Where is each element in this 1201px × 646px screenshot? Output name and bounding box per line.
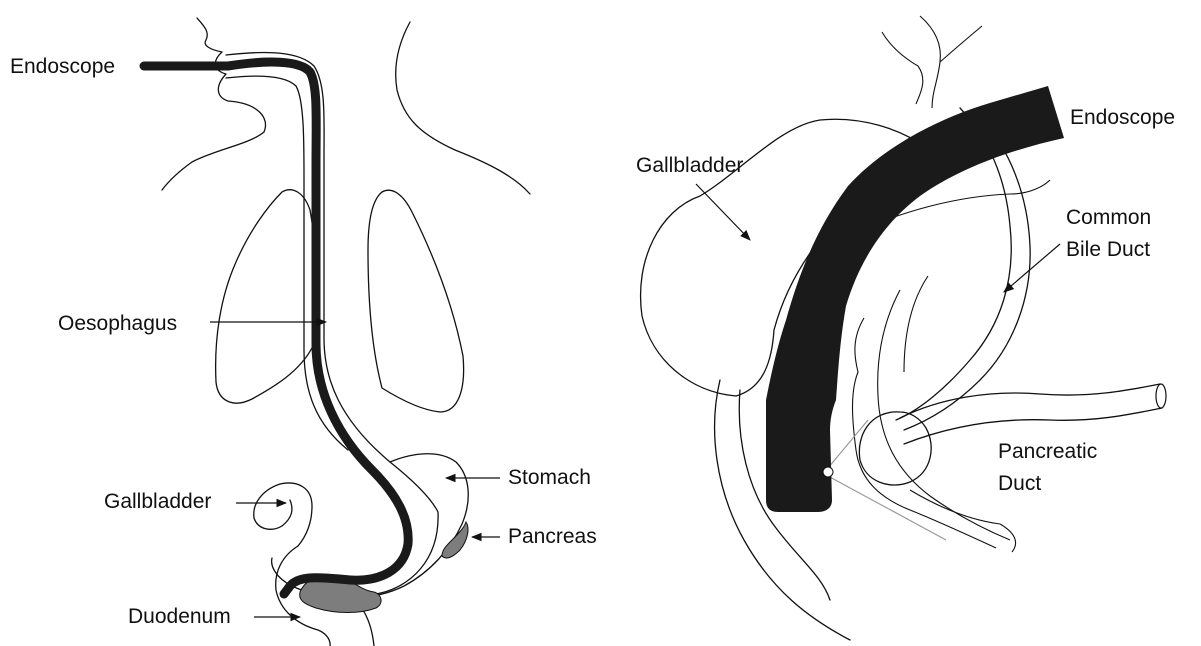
pancreatic-duct-lower <box>904 408 1162 444</box>
pancreatic-duct-end <box>1156 384 1166 408</box>
label-pancreas: Pancreas <box>508 525 597 548</box>
duodenal-fold-2 <box>878 290 1010 540</box>
oesophagus-right-wall <box>226 76 348 450</box>
duodenal-fold-3 <box>904 276 928 372</box>
right-lung <box>368 190 464 412</box>
cannula-line-lower <box>828 476 946 540</box>
arrow-common-bile-duct <box>1004 244 1060 292</box>
hepatic-duct-left <box>882 32 923 104</box>
arrow-gallbladder-right <box>696 184 750 240</box>
pancreas-tail <box>442 522 468 558</box>
label-common-bile-duct-1: Common <box>1066 206 1151 229</box>
label-gallbladder-left: Gallbladder <box>104 490 211 513</box>
endoscope-tip-light <box>823 467 833 477</box>
left-panel-upper-gi-anatomy: Endoscope Oesophagus Gallbladder Stomach… <box>10 18 597 646</box>
right-panel-ercp-detail: Endoscope Gallbladder Common Bile Duct P… <box>636 16 1175 640</box>
hepatic-duct-branch <box>940 26 982 62</box>
label-gallbladder-right: Gallbladder <box>636 154 743 177</box>
label-duodenum: Duodenum <box>128 605 231 628</box>
label-stomach: Stomach <box>508 466 591 489</box>
label-pancreatic-duct-1: Pancreatic <box>998 440 1097 463</box>
label-oesophagus: Oesophagus <box>58 312 177 335</box>
left-lung <box>216 190 316 403</box>
endoscope-tube-left <box>144 62 408 594</box>
duodenal-fold-1 <box>853 318 997 548</box>
face-profile <box>162 18 266 190</box>
label-endoscope-right: Endoscope <box>1070 106 1175 129</box>
neck-outline <box>396 22 530 194</box>
gallbladder-left <box>254 483 312 546</box>
label-endoscope-left: Endoscope <box>10 55 115 78</box>
label-pancreatic-duct-2: Duct <box>998 472 1041 495</box>
duodenal-fold-lower <box>910 490 1016 552</box>
label-common-bile-duct-2: Bile Duct <box>1066 238 1150 261</box>
cannula-line-upper <box>828 420 868 468</box>
hepatic-duct-right <box>920 16 940 108</box>
